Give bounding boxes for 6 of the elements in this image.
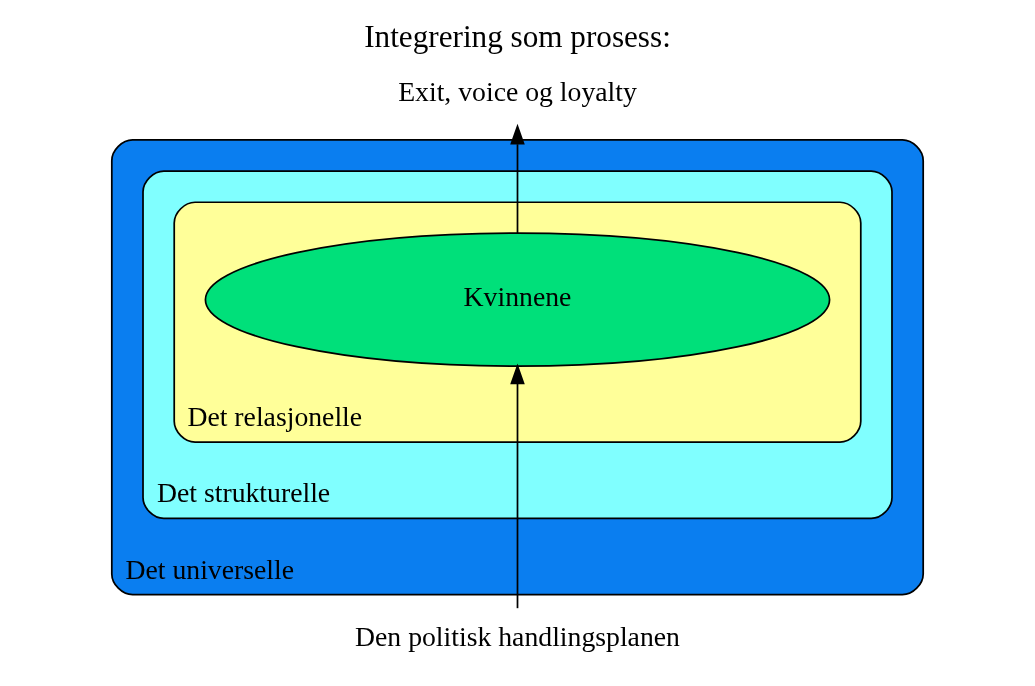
- node-ellipse: Kvinnene: [204, 232, 831, 368]
- diagram-title: Integrering som prosess:: [364, 18, 671, 54]
- node-text: Exit, voice og loyalty: [398, 76, 637, 108]
- arrow: [510, 123, 525, 234]
- node-text: Den politisk handlingsplanen: [355, 621, 680, 653]
- arrow: [510, 363, 525, 610]
